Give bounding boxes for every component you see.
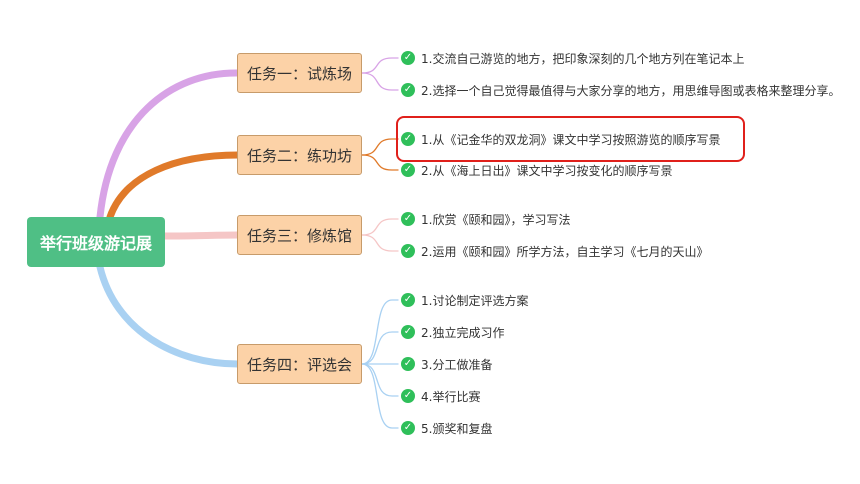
- leaf-item[interactable]: ✓ 3.分工做准备: [401, 354, 492, 374]
- check-circle-icon: ✓: [401, 132, 415, 146]
- leaf-text: 1.欣赏《颐和园》，学习写法: [421, 212, 571, 227]
- leaf-item[interactable]: ✓ 5.颁奖和复盘: [401, 418, 492, 438]
- leaf-text: 1.讨论制定评选方案: [421, 293, 529, 308]
- leaf-item[interactable]: ✓ 1.讨论制定评选方案: [401, 290, 528, 310]
- leaf-text: 5.颁奖和复盘: [421, 421, 493, 436]
- check-circle-icon: ✓: [401, 421, 415, 435]
- check-circle-icon: ✓: [401, 325, 415, 339]
- leaf-item[interactable]: ✓ 2.选择一个自己觉得最值得与大家分享的地方，用思维导图或表格来整理分享。: [401, 80, 840, 100]
- task-node-3[interactable]: 任务三：修炼馆: [237, 215, 362, 255]
- leaf-item[interactable]: ✓ 1.从《记金华的双龙洞》课文中学习按照游览的顺序写景: [401, 129, 720, 149]
- task-node-2[interactable]: 任务二：练功坊: [237, 135, 362, 175]
- leaf-text: 4.举行比赛: [421, 389, 481, 404]
- leaf-text: 3.分工做准备: [421, 357, 493, 372]
- leaf-item[interactable]: ✓ 4.举行比赛: [401, 386, 480, 406]
- root-node[interactable]: 举行班级游记展: [27, 217, 165, 267]
- branch-connector-2: [106, 151, 242, 221]
- highlight-box: [396, 116, 745, 162]
- check-circle-icon: ✓: [401, 293, 415, 307]
- leaf-connector-3-1: [361, 218, 399, 236]
- check-circle-icon: ✓: [401, 51, 415, 65]
- leaf-text: 2.选择一个自己觉得最值得与大家分享的地方，用思维导图或表格来整理分享。: [421, 83, 841, 98]
- leaf-item[interactable]: ✓ 2.从《海上日出》课文中学习按变化的顺序写景: [401, 160, 672, 180]
- leaf-connector-4-4: [361, 363, 399, 397]
- leaf-text: 1.交流自己游览的地方，把印象深刻的几个地方列在笔记本上: [421, 51, 745, 66]
- leaf-item[interactable]: ✓ 2.运用《颐和园》所学方法，自主学习《七月的天山》: [401, 241, 708, 261]
- leaf-item[interactable]: ✓ 1.交流自己游览的地方，把印象深刻的几个地方列在笔记本上: [401, 48, 744, 68]
- task-node-4[interactable]: 任务四：评选会: [237, 344, 362, 384]
- branch-connector-4: [96, 263, 242, 368]
- check-circle-icon: ✓: [401, 389, 415, 403]
- branch-connector-1: [96, 69, 242, 221]
- check-circle-icon: ✓: [401, 163, 415, 177]
- leaf-connector-3-2: [361, 234, 399, 252]
- leaf-connector-1-1: [361, 57, 399, 74]
- task-node-1[interactable]: 任务一：试炼场: [237, 53, 362, 93]
- check-circle-icon: ✓: [401, 83, 415, 97]
- leaf-text: 2.从《海上日出》课文中学习按变化的顺序写景: [421, 163, 673, 178]
- leaf-connector-1-2: [361, 72, 399, 91]
- branch-connector-3: [161, 231, 242, 240]
- leaf-connector-4-1: [361, 299, 399, 365]
- leaf-item[interactable]: ✓ 1.欣赏《颐和园》，学习写法: [401, 209, 570, 229]
- leaf-text: 2.独立完成习作: [421, 325, 505, 340]
- leaf-connector-4-2: [361, 331, 399, 365]
- leaf-connector-2-1: [361, 138, 399, 156]
- check-circle-icon: ✓: [401, 357, 415, 371]
- check-circle-icon: ✓: [401, 244, 415, 258]
- leaf-item[interactable]: ✓ 2.独立完成习作: [401, 322, 504, 342]
- leaf-connector-4-5: [361, 363, 399, 429]
- leaf-connector-2-2: [361, 154, 399, 171]
- leaf-text: 1.从《记金华的双龙洞》课文中学习按照游览的顺序写景: [421, 132, 721, 147]
- check-circle-icon: ✓: [401, 212, 415, 226]
- leaf-text: 2.运用《颐和园》所学方法，自主学习《七月的天山》: [421, 244, 709, 259]
